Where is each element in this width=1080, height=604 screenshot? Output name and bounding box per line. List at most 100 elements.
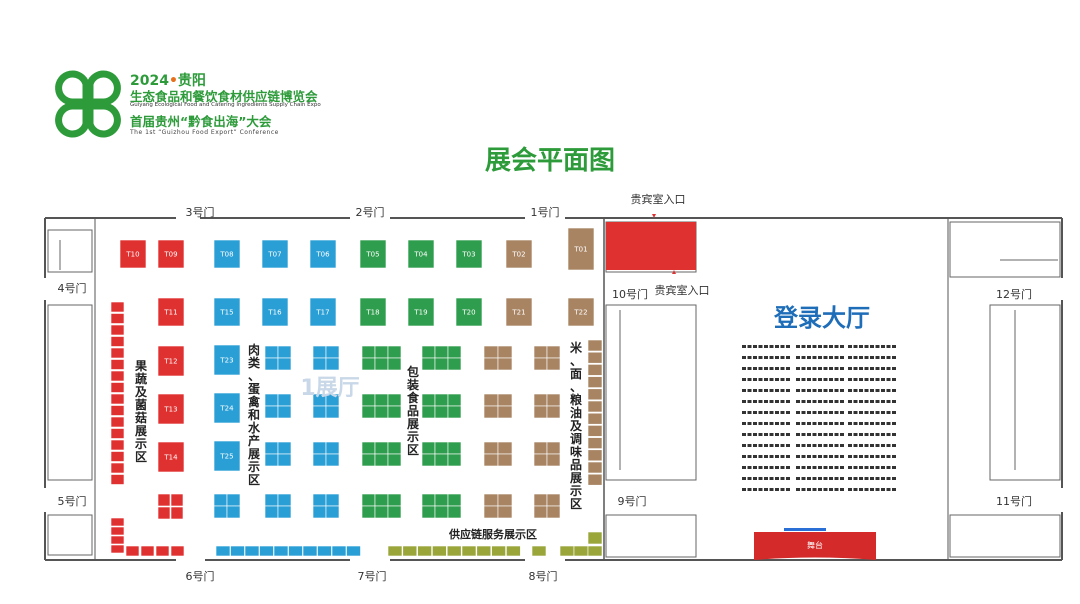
booth-small[interactable] [277, 493, 292, 507]
booth-small[interactable] [533, 393, 548, 407]
booth-t01[interactable]: T01 [567, 227, 595, 271]
booth-small[interactable] [546, 505, 561, 519]
booth-small[interactable] [361, 345, 376, 359]
booth-small[interactable] [387, 453, 402, 467]
booth-small[interactable] [434, 441, 449, 455]
booth-small[interactable] [110, 370, 125, 382]
booth-small[interactable] [213, 493, 228, 507]
booth-small[interactable] [277, 441, 292, 455]
booth-t23[interactable]: T23 [213, 344, 241, 376]
booth-small[interactable] [374, 453, 389, 467]
booth-t16[interactable]: T16 [261, 297, 289, 327]
booth-small[interactable] [546, 405, 561, 419]
booth-small[interactable] [546, 393, 561, 407]
booth-small[interactable] [264, 345, 279, 359]
booth-small[interactable] [434, 393, 449, 407]
booth-t13[interactable]: T13 [157, 393, 185, 425]
booth-small[interactable] [110, 359, 125, 370]
booth-small[interactable] [483, 505, 499, 519]
booth-small[interactable] [110, 301, 125, 313]
booth-small[interactable] [170, 545, 185, 557]
booth-small[interactable] [110, 405, 125, 416]
booth-small[interactable] [110, 451, 125, 462]
booth-small[interactable] [587, 364, 603, 376]
booth-small[interactable] [587, 412, 603, 425]
booth-small[interactable] [325, 357, 340, 371]
booth-t02[interactable]: T02 [505, 239, 533, 269]
booth-small[interactable] [110, 544, 125, 554]
booth-small[interactable] [497, 441, 513, 455]
booth-small[interactable] [361, 493, 376, 507]
booth-small[interactable] [264, 441, 279, 455]
booth-t21[interactable]: T21 [505, 297, 533, 327]
booth-small[interactable] [387, 345, 402, 359]
booth-small[interactable] [417, 545, 432, 557]
booth-small[interactable] [170, 493, 184, 507]
booth-small[interactable] [531, 545, 547, 557]
booth-small[interactable] [587, 351, 603, 364]
booth-small[interactable] [110, 462, 125, 474]
booth-t06[interactable]: T06 [309, 239, 337, 269]
booth-small[interactable] [312, 405, 327, 419]
booth-small[interactable] [387, 505, 402, 519]
booth-small[interactable] [447, 493, 462, 507]
booth-small[interactable] [483, 393, 499, 407]
booth-small[interactable] [432, 545, 447, 557]
booth-small[interactable] [434, 493, 449, 507]
booth-small[interactable] [533, 357, 548, 371]
booth-small[interactable] [110, 313, 125, 324]
booth-small[interactable] [374, 505, 389, 519]
booth-small[interactable] [312, 345, 327, 359]
booth-small[interactable] [483, 441, 499, 455]
booth-small[interactable] [325, 493, 340, 507]
booth-small[interactable] [497, 493, 513, 507]
booth-small[interactable] [533, 453, 548, 467]
booth-t17[interactable]: T17 [309, 297, 337, 327]
booth-small[interactable] [110, 526, 125, 536]
booth-small[interactable] [491, 545, 506, 557]
booth-small[interactable] [361, 505, 376, 519]
booth-small[interactable] [421, 357, 436, 371]
booth-small[interactable] [447, 441, 462, 455]
booth-small[interactable] [155, 545, 170, 557]
booth-small[interactable] [226, 493, 241, 507]
booth-small[interactable] [374, 357, 389, 371]
booth-t12[interactable]: T12 [157, 345, 185, 377]
booth-small[interactable] [587, 545, 603, 557]
booth-small[interactable] [264, 357, 279, 371]
booth-small[interactable] [506, 545, 521, 557]
booth-small[interactable] [110, 416, 125, 428]
booth-small[interactable] [277, 405, 292, 419]
booth-small[interactable] [497, 505, 513, 519]
booth-small[interactable] [325, 505, 340, 519]
booth-small[interactable] [110, 474, 125, 485]
booth-small[interactable] [447, 453, 462, 467]
booth-small[interactable] [361, 441, 376, 455]
booth-small[interactable] [110, 517, 125, 527]
booth-small[interactable] [361, 357, 376, 371]
booth-t05[interactable]: T05 [359, 239, 387, 269]
booth-small[interactable] [374, 393, 389, 407]
booth-small[interactable] [387, 493, 402, 507]
booth-t03[interactable]: T03 [455, 239, 483, 269]
booth-small[interactable] [110, 535, 125, 545]
booth-small[interactable] [587, 531, 603, 545]
booth-small[interactable] [312, 493, 327, 507]
booth-small[interactable] [587, 461, 603, 474]
booth-small[interactable] [546, 345, 561, 359]
booth-small[interactable] [447, 405, 462, 419]
booth-small[interactable] [277, 357, 292, 371]
booth-small[interactable] [434, 357, 449, 371]
booth-small[interactable] [587, 388, 603, 401]
booth-small[interactable] [302, 545, 318, 557]
booth-small[interactable] [546, 441, 561, 455]
booth-small[interactable] [587, 449, 603, 462]
booth-small[interactable] [312, 505, 327, 519]
booth-small[interactable] [497, 405, 513, 419]
booth-t19[interactable]: T19 [407, 297, 435, 327]
booth-small[interactable] [325, 453, 340, 467]
booth-small[interactable] [277, 345, 292, 359]
booth-small[interactable] [157, 506, 171, 520]
booth-small[interactable] [110, 336, 125, 347]
booth-small[interactable] [110, 439, 125, 451]
